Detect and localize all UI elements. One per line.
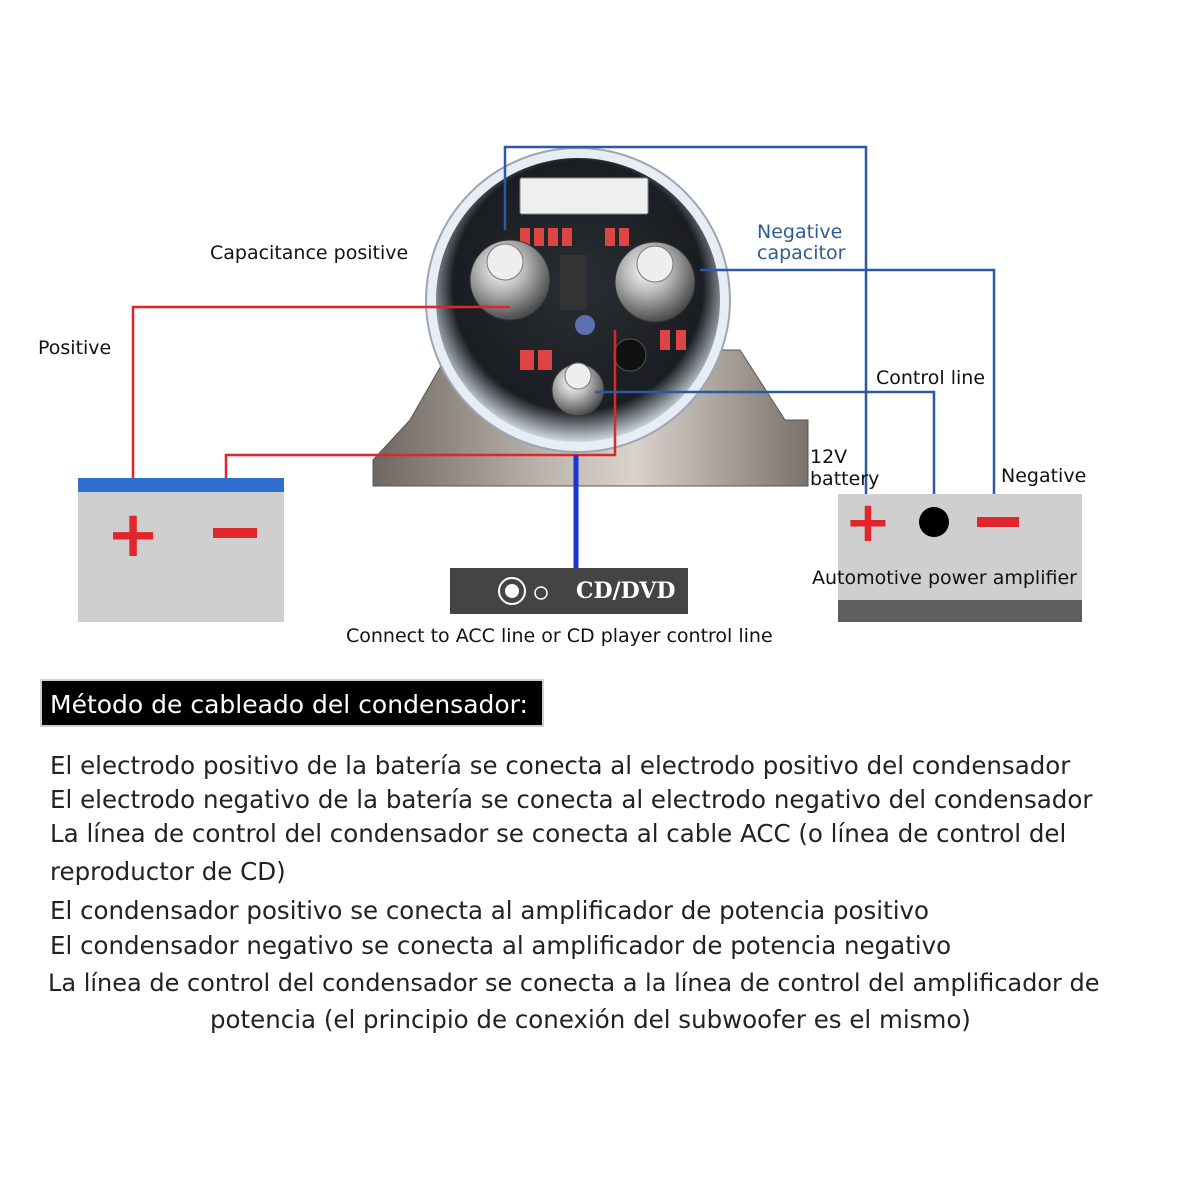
pcb-chips bbox=[520, 228, 686, 370]
label-acc-note: Connect to ACC line or CD player control… bbox=[346, 625, 773, 647]
battery-box: + bbox=[78, 478, 284, 622]
instruction-line: reproductor de CD) bbox=[50, 857, 286, 886]
label-negative: Negative bbox=[1001, 465, 1086, 487]
label-battery: battery bbox=[810, 468, 879, 490]
instruction-line: La línea de control del condensador se c… bbox=[48, 969, 1100, 997]
label-negative-capacitor-2: capacitor bbox=[757, 242, 846, 264]
battery-plus-symbol: + bbox=[106, 498, 160, 572]
amplifier-box: + bbox=[838, 490, 1082, 622]
amp-negative-wire bbox=[700, 268, 996, 503]
control-terminal bbox=[551, 362, 605, 417]
section-title: Método de cableado del condensador: bbox=[40, 679, 544, 727]
label-positive: Positive bbox=[38, 337, 111, 359]
wires bbox=[131, 145, 996, 568]
amp-plus-symbol: + bbox=[845, 490, 892, 555]
instruction-line: El electrodo negativo de la batería se c… bbox=[50, 785, 1093, 814]
positive-terminal bbox=[469, 239, 551, 321]
negative-terminal bbox=[614, 241, 696, 323]
wiring-diagram: + + CD/DVD Capacitance positive Negative… bbox=[38, 145, 1086, 647]
instruction-line: La línea de control del condensador se c… bbox=[50, 819, 1067, 848]
instruction-line: El condensador positivo se conecta al am… bbox=[50, 896, 929, 925]
instruction-line: potencia (el principio de conexión del s… bbox=[210, 1005, 971, 1034]
instruction-line: El condensador negativo se conecta al am… bbox=[50, 931, 952, 960]
cd-dvd-label: CD/DVD bbox=[576, 578, 675, 604]
battery-minus-symbol bbox=[213, 528, 257, 538]
amp-positive-wire bbox=[503, 145, 868, 503]
label-control-line: Control line bbox=[876, 367, 985, 389]
label-12v: 12V bbox=[810, 446, 847, 468]
capacitor-device bbox=[372, 147, 809, 487]
amp-minus-symbol bbox=[977, 517, 1019, 527]
battery-positive-wire bbox=[131, 305, 510, 478]
label-negative-capacitor-1: Negative bbox=[757, 221, 842, 243]
instruction-line: El electrodo positivo de la batería se c… bbox=[50, 751, 1071, 780]
label-capacitance-positive: Capacitance positive bbox=[210, 242, 408, 264]
amp-control-wire bbox=[595, 390, 936, 505]
label-amplifier: Automotive power amplifier bbox=[812, 567, 1077, 589]
cd-dvd-unit: CD/DVD bbox=[450, 568, 688, 614]
amp-control-dot bbox=[919, 507, 949, 537]
